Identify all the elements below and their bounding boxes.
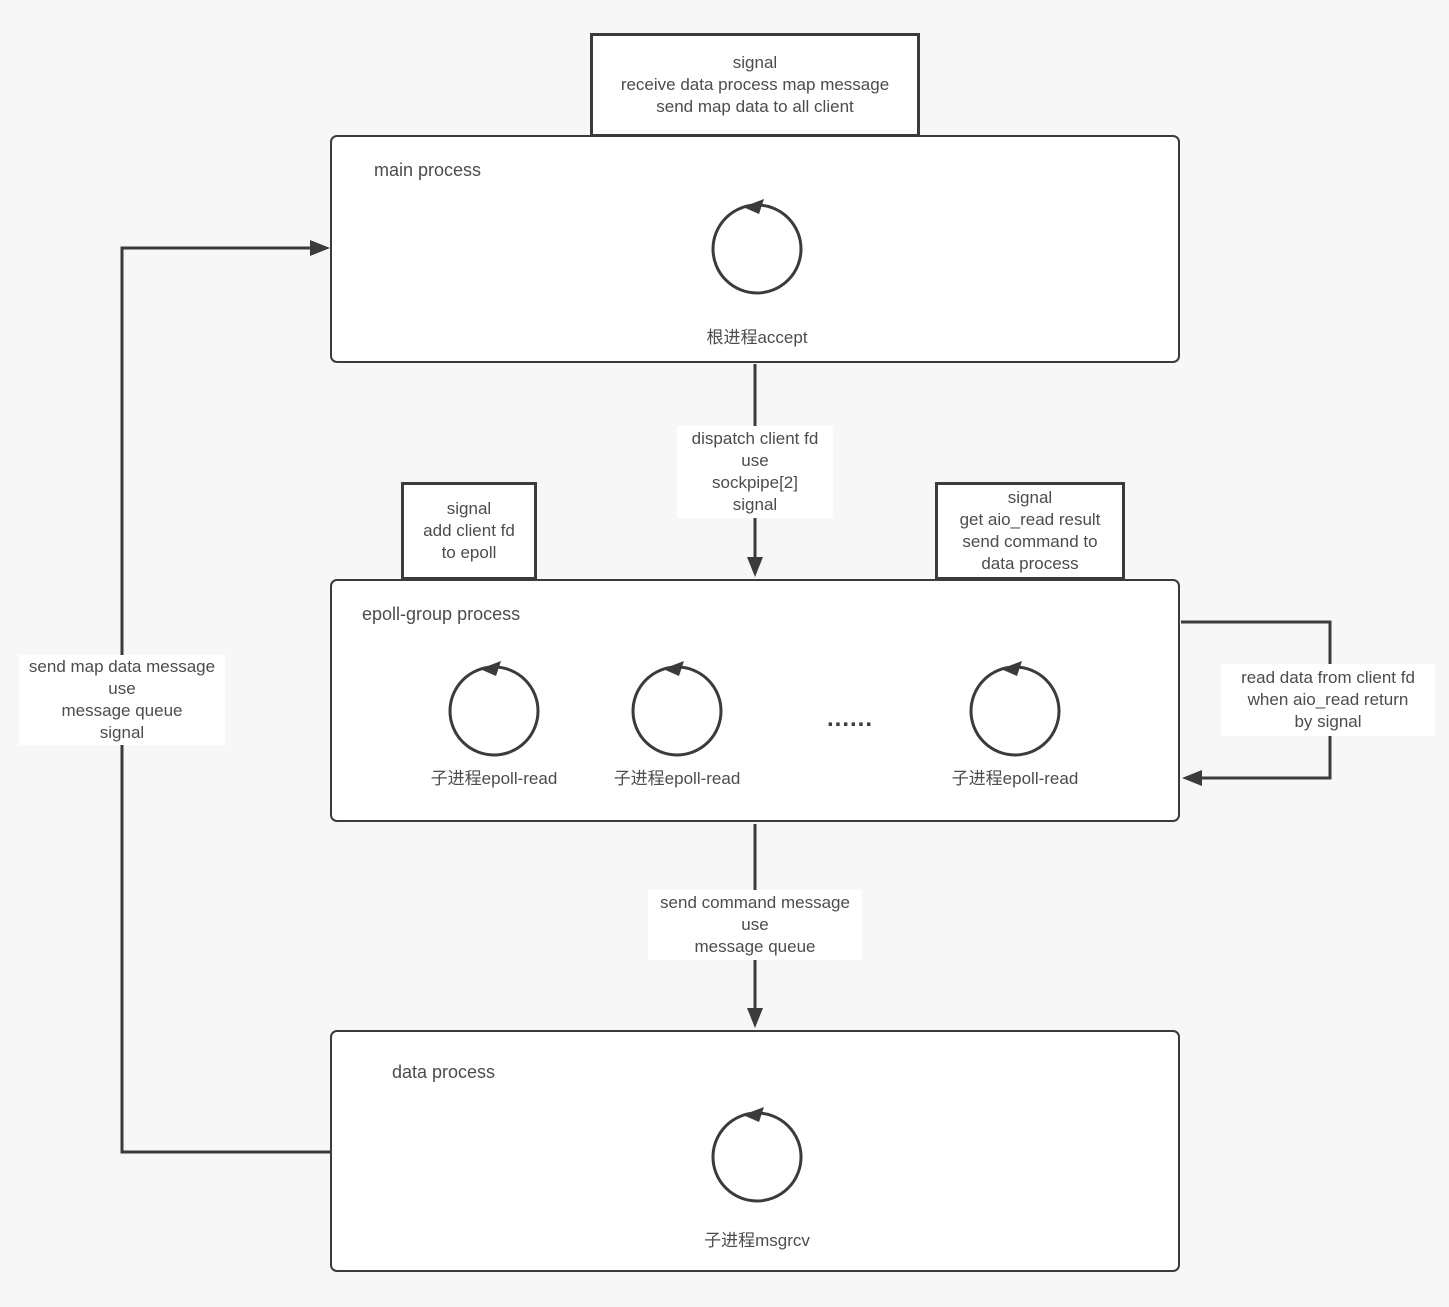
main-process-note: signal receive data process map message … [590, 33, 920, 137]
aio-result-note: signal get aio_read result send command … [935, 482, 1125, 580]
data-process-box: data process 子进程msgrcv [330, 1030, 1180, 1272]
epoll-group-process-box: epoll-group process 子进程epoll-read 子进程epo… [330, 579, 1180, 822]
loop-arrow-icon [709, 199, 805, 295]
loop-arrow-icon [709, 1107, 805, 1203]
send-command-edge-label: send command message use message queue [648, 890, 862, 960]
loop-arrow-icon [967, 661, 1063, 757]
loop-arrow-icon [629, 661, 725, 757]
epoll-loop-caption-3: 子进程epoll-read [951, 769, 1079, 788]
epoll-loop-caption-1: 子进程epoll-read [430, 769, 558, 788]
dispatch-edge-label: dispatch client fd use sockpipe[2] signa… [677, 426, 833, 518]
add-epoll-note: signal add client fd to epoll [401, 482, 537, 580]
data-loop-caption: 子进程msgrcv [704, 1231, 810, 1250]
main-process-box: main process 根进程accept [330, 135, 1180, 363]
main-process-title: main process [374, 160, 482, 180]
read-data-edge-label: read data from client fd when aio_read r… [1221, 664, 1435, 736]
main-loop-caption: 根进程accept [706, 328, 808, 347]
loop-arrow-icon [446, 661, 542, 757]
data-process-title: data process [392, 1062, 496, 1082]
send-map-edge-label: send map data message use message queue … [19, 655, 225, 745]
ellipsis-dots: ...... [826, 705, 873, 732]
epoll-loop-caption-2: 子进程epoll-read [613, 769, 741, 788]
epoll-group-process-title: epoll-group process [362, 604, 521, 624]
